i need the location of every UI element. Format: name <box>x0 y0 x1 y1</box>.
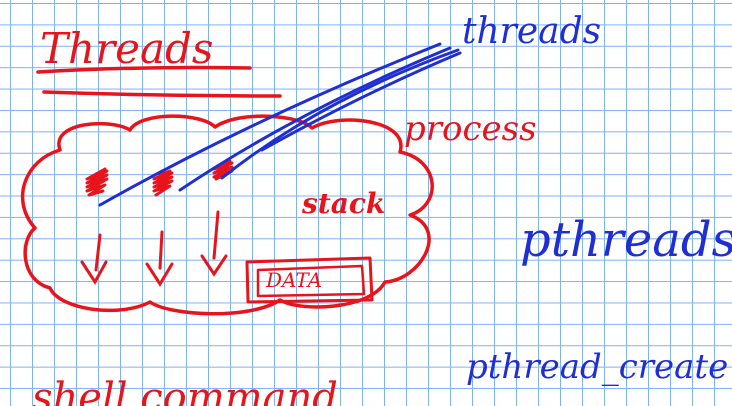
title-text: Threads <box>40 24 214 73</box>
title-underline <box>36 65 252 74</box>
thread-squiggle-2 <box>152 169 174 270</box>
process-cloud <box>20 114 434 316</box>
shell-command-label: shell command <box>32 375 338 406</box>
pthreads-label: pthreads <box>520 212 732 268</box>
stack-label: stack <box>302 187 386 220</box>
data-box-inner <box>256 264 366 298</box>
data-label: DATA <box>266 268 323 292</box>
thread-arrowhead-1 <box>80 260 108 285</box>
process-label: process <box>404 109 537 149</box>
threads-label: threads <box>462 11 602 52</box>
pthread-create-label: pthread_create <box>466 347 729 387</box>
thread-arrowhead-2 <box>145 262 174 287</box>
connector-line-4 <box>260 51 462 152</box>
data-box-outer <box>245 256 374 304</box>
connector-line-3 <box>220 48 460 180</box>
thread-arrowhead-3 <box>200 254 228 277</box>
title-underline-long <box>42 90 282 98</box>
connector-line-2 <box>178 46 452 192</box>
connector-line-1 <box>98 42 442 207</box>
thread-squiggle-1 <box>85 167 109 272</box>
